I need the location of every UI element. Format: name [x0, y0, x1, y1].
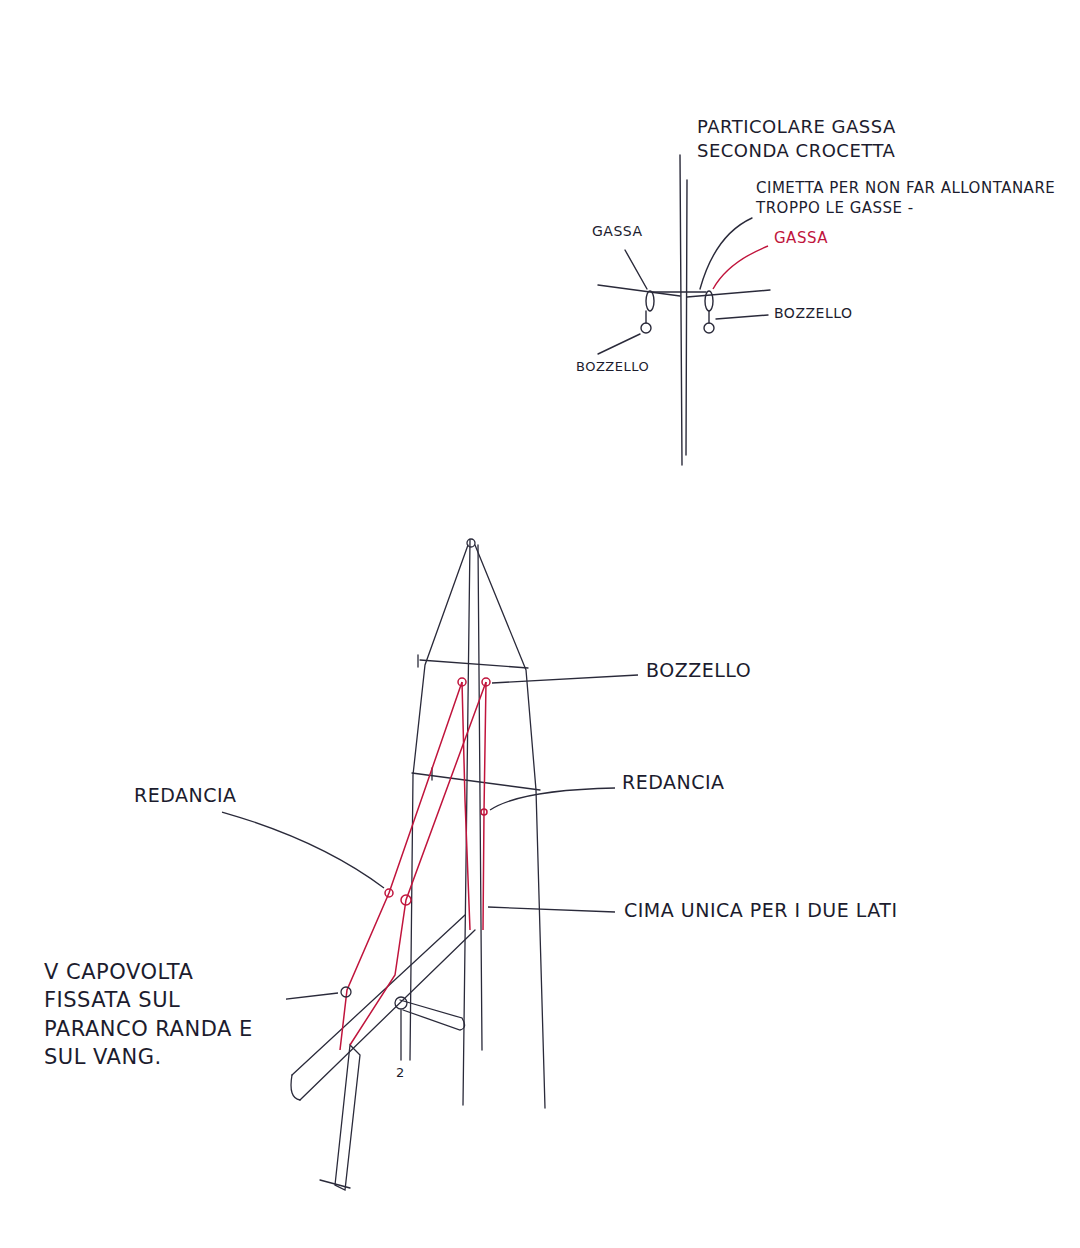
sketch-label: V CAPOVOLTA FISSATA SUL PARANCO RANDA E … [42, 958, 286, 1071]
mast-sketch [291, 539, 545, 1190]
sketch-label: BOZZELLO [772, 304, 855, 323]
sketch-label: BOZZELLO [644, 658, 753, 684]
sketch-label: GASSA [772, 228, 830, 248]
sketch-label: PARTICOLARE GASSA SECONDA CROCETTA [695, 115, 949, 164]
callout-number: 2 [394, 1064, 407, 1082]
sketch-label: REDANCIA [620, 770, 727, 796]
detail-sketch [598, 155, 770, 465]
red-lines [340, 678, 490, 1050]
red-leader [713, 246, 768, 289]
v-point [341, 987, 351, 997]
sketch-label: REDANCIA [132, 783, 239, 809]
sketch-label: CIMETTA PER NON FAR ALLONTANARE TROPPO L… [754, 178, 1058, 219]
sketch-label: CIMA UNICA PER I DUE LATI [622, 898, 900, 924]
sketch-label: GASSA [590, 222, 645, 241]
sketch-label: BOZZELLO [574, 358, 651, 376]
